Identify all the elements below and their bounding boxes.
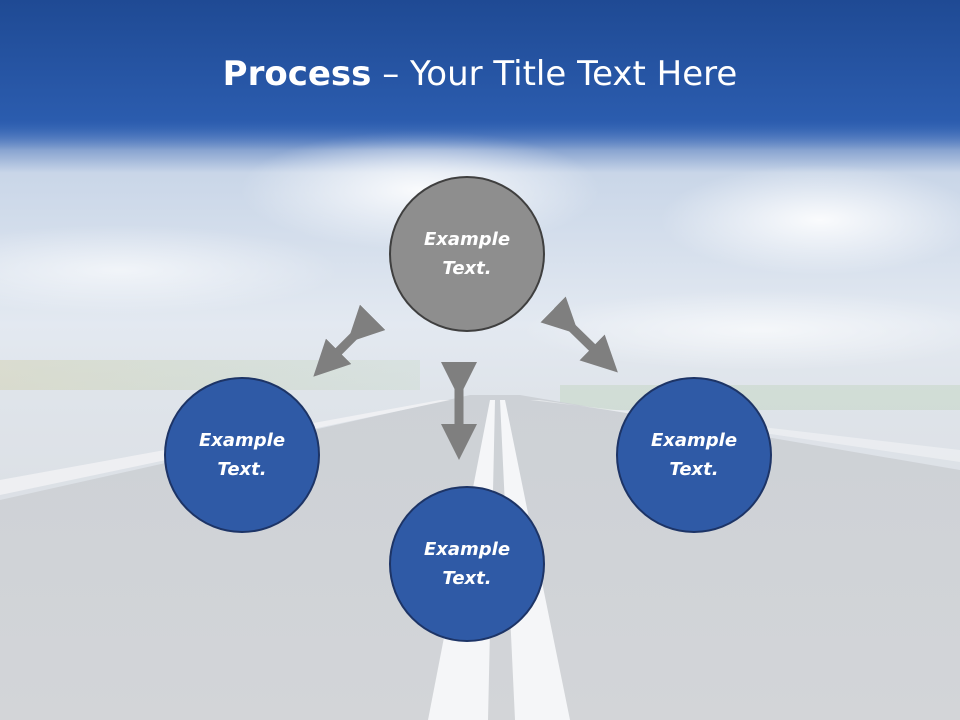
node-left: Example Text. — [164, 377, 320, 533]
node-top-label: Example Text. — [423, 229, 511, 279]
node-right-label: Example Text. — [650, 430, 738, 480]
node-bottom: Example Text. — [389, 486, 545, 642]
node-left-label: Example Text. — [198, 430, 286, 480]
node-bottom-label: Example Text. — [423, 539, 511, 589]
title-bar — [0, 0, 960, 150]
title-rest: Your Title Text Here — [410, 54, 738, 94]
arrow-top-left — [313, 304, 386, 377]
node-right: Example Text. — [616, 377, 772, 533]
slide-title: Process – Your Title Text Here — [0, 52, 960, 96]
arrow-top-right — [540, 296, 618, 373]
title-bold: Process — [222, 54, 372, 94]
node-top: Example Text. — [389, 176, 545, 332]
title-dash: – — [382, 54, 400, 94]
